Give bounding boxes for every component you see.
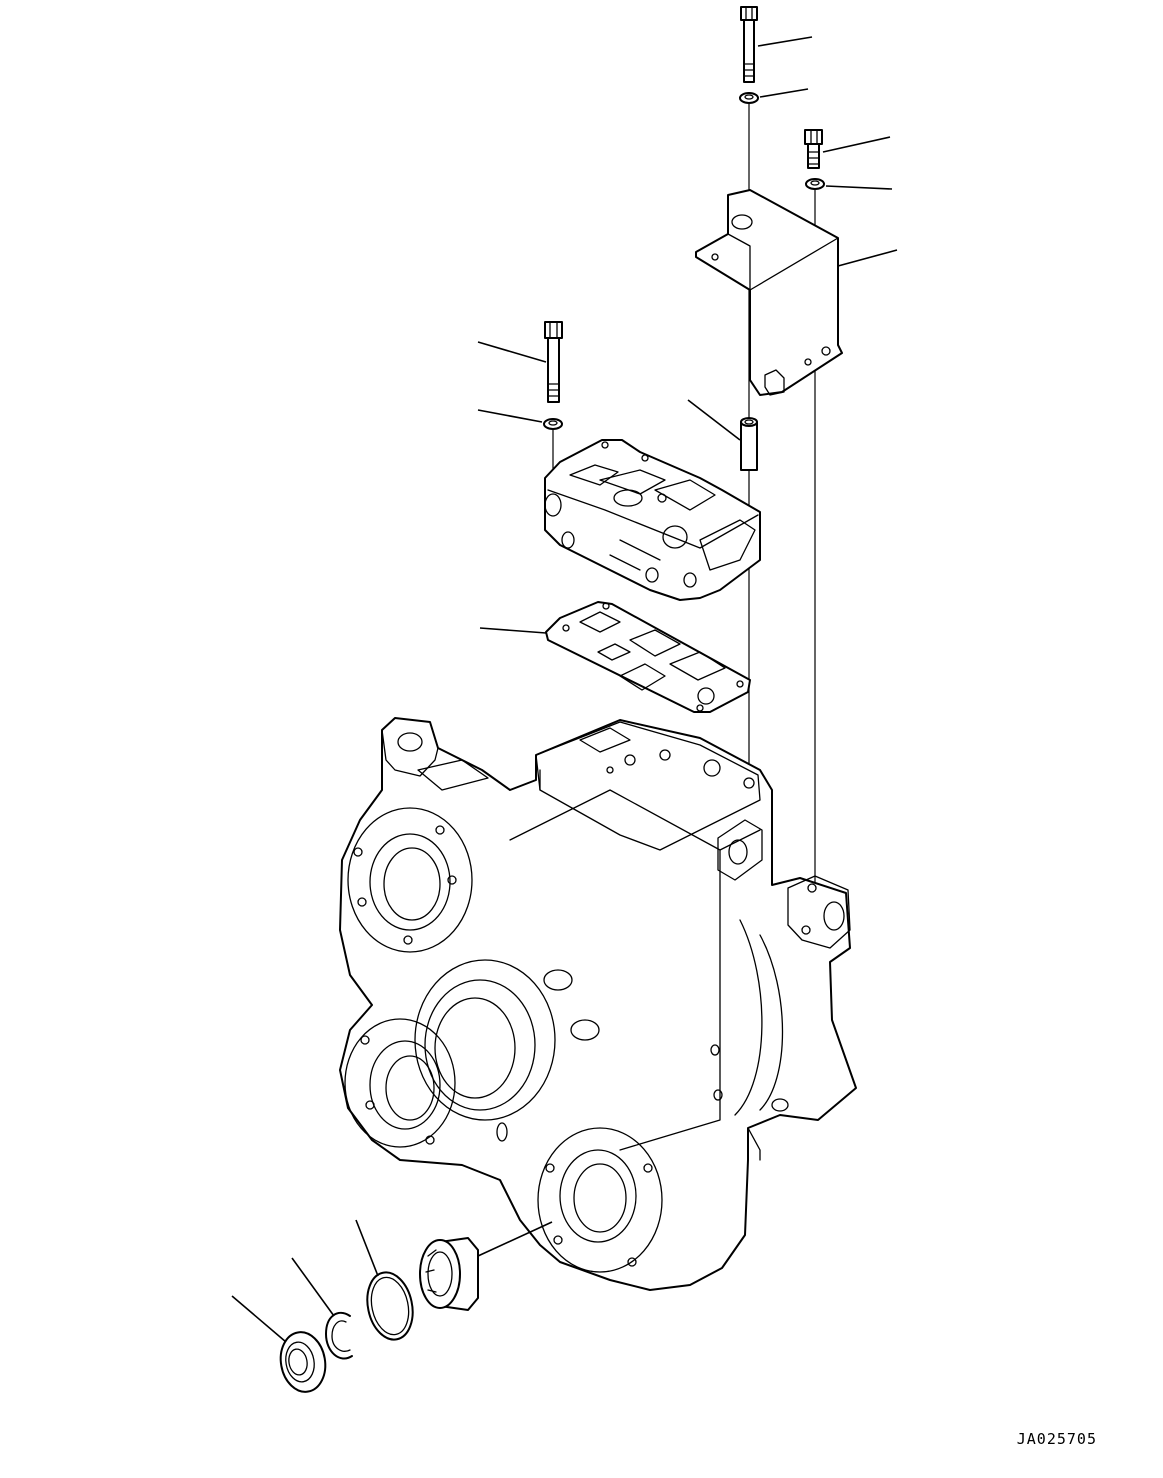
long-bolt <box>740 6 758 83</box>
leader-oil-seal <box>231 1295 287 1343</box>
cover-bracket <box>695 189 843 396</box>
leader-valve-bolt <box>477 341 547 363</box>
washer <box>739 92 759 104</box>
leader-gasket <box>479 627 547 634</box>
valve-bolt <box>544 321 563 403</box>
leader-spacer-pipe <box>687 399 741 441</box>
leader-short-bolt <box>822 136 891 153</box>
transmission-case <box>339 717 857 1291</box>
leader-washer <box>759 88 809 98</box>
gasket <box>545 601 751 713</box>
drawing-id-label: JA025705 <box>1016 1430 1097 1448</box>
bearing <box>419 1237 479 1311</box>
short-bolt <box>804 129 823 169</box>
leader-valve-washer <box>477 409 543 423</box>
leader-washer <box>825 185 893 190</box>
snap-ring <box>325 1311 353 1360</box>
oil-seal <box>279 1331 327 1393</box>
leader-long-bolt <box>757 36 813 47</box>
leader-cover-bracket <box>837 249 898 267</box>
valve-washer <box>543 418 563 430</box>
washer <box>805 178 825 190</box>
snap-ring <box>366 1271 414 1341</box>
leader-snap-ring <box>291 1257 335 1317</box>
spacer-pipe <box>740 417 758 471</box>
leader-bearing <box>477 1221 553 1257</box>
leader-snap-ring <box>355 1219 379 1277</box>
control-valve <box>544 439 761 601</box>
